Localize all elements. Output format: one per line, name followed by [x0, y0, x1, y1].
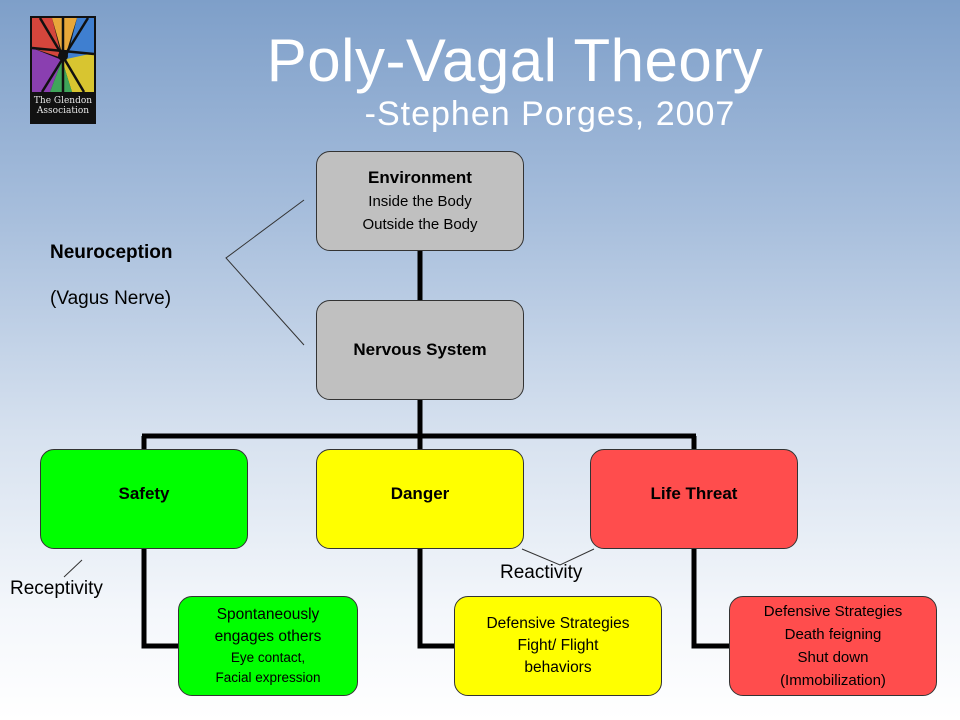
node-danger: Danger — [316, 449, 524, 549]
reactivity-label: Reactivity — [500, 562, 583, 583]
stained-glass-art — [32, 18, 94, 93]
node-nervous-system: Nervous System — [316, 300, 524, 400]
reactivity-pointer — [521, 548, 595, 566]
connector-safety-detail — [141, 549, 178, 649]
environment-line-inside: Inside the Body — [368, 193, 472, 210]
danger-heading: Danger — [390, 484, 450, 503]
nervous-system-heading: Nervous System — [353, 340, 487, 359]
safety-detail-line: Eye contact, — [230, 650, 306, 665]
environment-line-outside: Outside the Body — [362, 216, 478, 233]
neuroception-bracket — [225, 199, 305, 346]
logo-text-line1: The Glendon — [33, 96, 93, 106]
safety-detail-line: Spontaneously — [216, 606, 320, 623]
logo-text: The Glendon Association — [32, 96, 94, 116]
life-threat-detail-line: (Immobilization) — [780, 672, 886, 689]
receptivity-pointer — [63, 559, 83, 578]
node-safety: Safety — [40, 449, 248, 549]
life-threat-heading: Life Threat — [650, 484, 738, 503]
danger-detail-line: behaviors — [524, 659, 592, 676]
environment-heading: Environment — [368, 168, 472, 187]
node-danger-detail: Defensive Strategies Fight/ Flight behav… — [454, 596, 662, 696]
node-environment: Environment Inside the Body Outside the … — [316, 151, 524, 251]
connector-danger-detail — [417, 549, 454, 649]
life-threat-detail-line: Shut down — [797, 649, 869, 666]
glendon-logo: The Glendon Association — [30, 16, 96, 124]
life-threat-detail-line: Defensive Strategies — [763, 603, 903, 620]
safety-heading: Safety — [118, 484, 170, 503]
danger-detail-line: Defensive Strategies — [486, 615, 630, 632]
safety-detail-line: engages others — [214, 628, 322, 645]
danger-detail-line: Fight/ Flight — [517, 637, 599, 654]
logo-text-line2: Association — [36, 106, 90, 116]
vagus-nerve-label: (Vagus Nerve) — [50, 288, 172, 309]
safety-detail-line: Facial expression — [215, 670, 321, 685]
connector-life-detail — [691, 549, 729, 649]
receptivity-label: Receptivity — [10, 578, 103, 599]
slide-title: Poly-Vagal Theory — [266, 27, 764, 94]
node-life-threat-detail: Defensive Strategies Death feigning Shut… — [729, 596, 937, 696]
node-life-threat: Life Threat — [590, 449, 798, 549]
neuroception-label: Neuroception — [50, 242, 173, 263]
slide-subtitle: -Stephen Porges, 2007 — [364, 95, 736, 133]
node-safety-detail: Spontaneously engages others Eye contact… — [178, 596, 358, 696]
life-threat-detail-line: Death feigning — [784, 626, 882, 643]
